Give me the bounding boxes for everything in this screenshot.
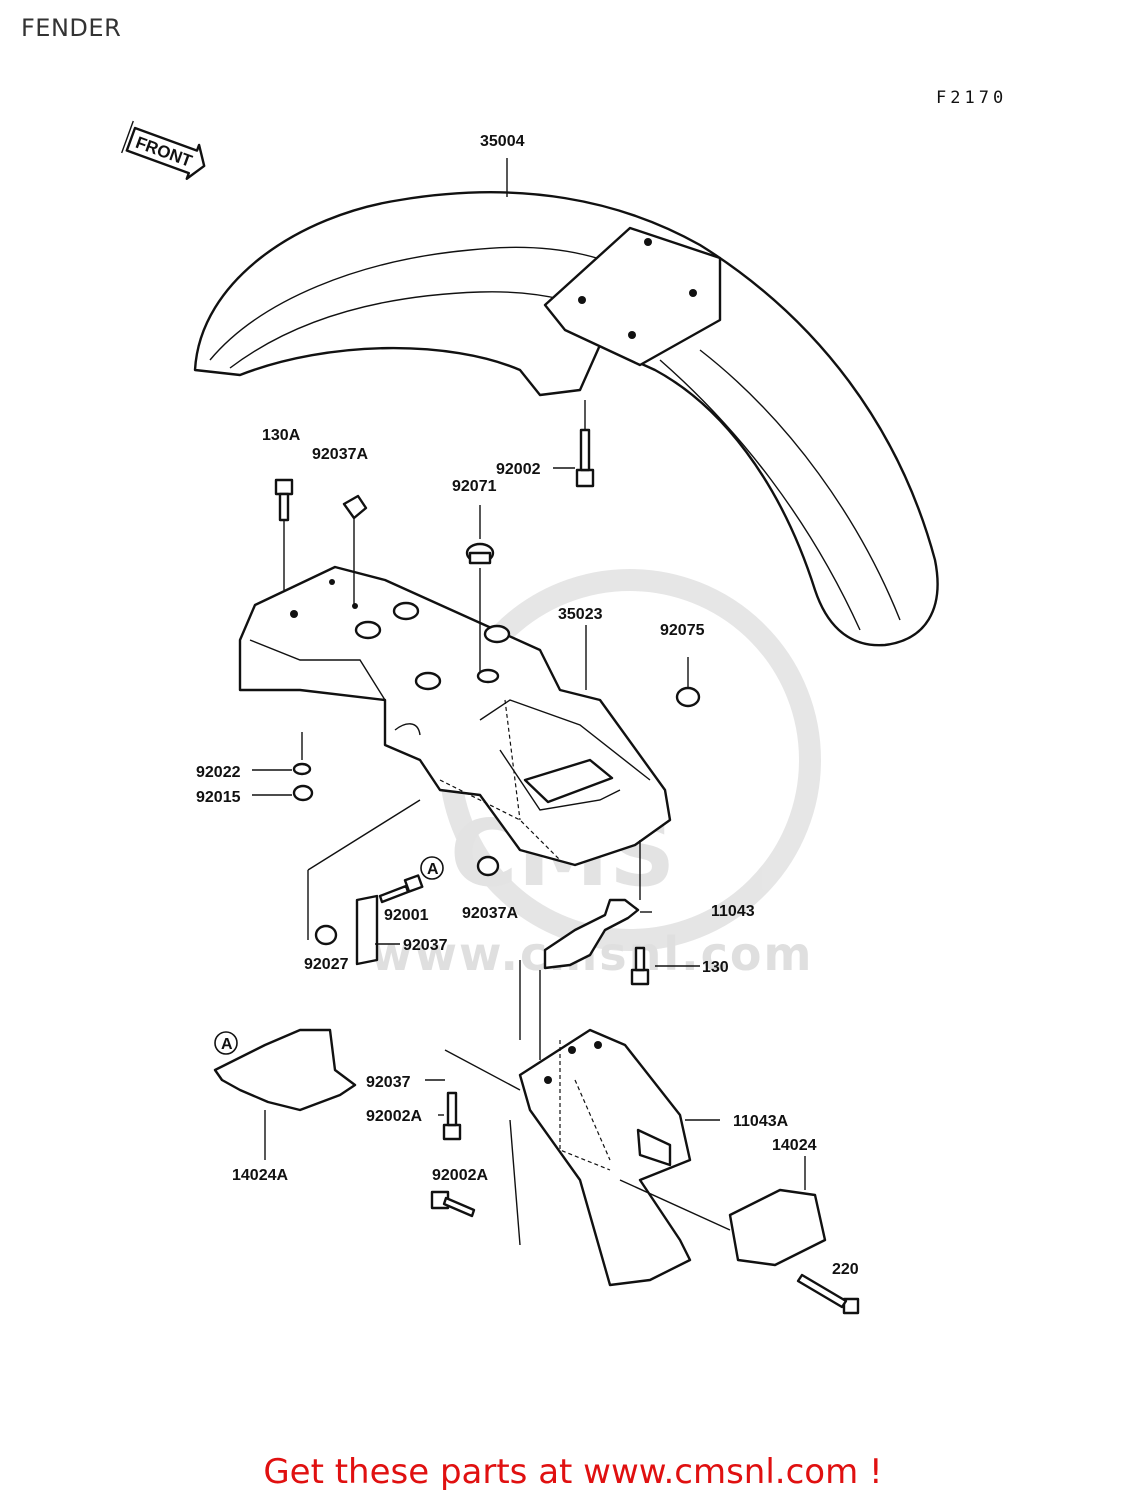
bolt-130A — [274, 478, 294, 590]
bolt-130 — [630, 946, 650, 986]
label-92037-mid: 92037 — [403, 937, 448, 954]
label-92002A-bottom: 92002A — [432, 1167, 488, 1184]
label-14024A: 14024A — [232, 1167, 288, 1184]
strap-92037-mid — [355, 894, 379, 966]
front-fender — [193, 158, 939, 647]
label-92027: 92027 — [304, 956, 349, 973]
label-92037-low: 92037 — [366, 1074, 411, 1091]
label-92037A-mid: 92037A — [462, 905, 518, 922]
label-11043A: 11043A — [733, 1113, 789, 1130]
diagram-code: F2170 — [936, 88, 1008, 108]
label-92001: 92001 — [384, 907, 429, 924]
label-leaders — [252, 467, 806, 1190]
page-title: FENDER — [21, 14, 122, 42]
label-92071: 92071 — [452, 478, 497, 495]
collar-92037A-mid — [476, 855, 500, 877]
label-220: 220 — [832, 1261, 859, 1278]
grommet-92071 — [465, 505, 495, 673]
label-92002A-low: 92002A — [366, 1108, 422, 1125]
bolt-92002 — [575, 400, 595, 488]
assembly-lines — [264, 699, 731, 1246]
part-labels: 35004 130A 92037A 92002 92071 35023 9207… — [196, 133, 859, 1278]
label-11043: 11043 — [711, 903, 755, 920]
ref-marker-A-lower: A — [214, 1031, 238, 1055]
label-92015: 92015 — [196, 789, 241, 806]
label-92022: 92022 — [196, 764, 241, 781]
label-130A: 130A — [262, 427, 301, 444]
label-92002: 92002 — [496, 461, 541, 478]
grommet-92075 — [675, 657, 701, 708]
nut-92027 — [314, 924, 338, 946]
bolt-92002A-bottom — [430, 1190, 476, 1218]
bolt-92001 — [378, 874, 424, 904]
label-35004: 35004 — [480, 133, 525, 150]
bolt-220 — [796, 1273, 860, 1315]
brackets — [213, 898, 827, 1287]
front-direction-marker: FRONT — [121, 120, 206, 180]
nut-92015 — [292, 784, 314, 802]
ref-marker-A-upper-label: A — [427, 861, 439, 878]
footer-shop-link[interactable]: Get these parts at www.cmsnl.com ! — [263, 1452, 883, 1492]
label-35023: 35023 — [558, 606, 603, 623]
label-14024: 14024 — [772, 1137, 817, 1154]
rear-fender — [238, 565, 672, 867]
nut-92037A-top — [342, 494, 368, 608]
label-92075: 92075 — [660, 622, 705, 639]
ref-marker-A-lower-label: A — [221, 1036, 233, 1053]
ref-marker-A-upper: A — [420, 856, 444, 880]
bolt-92002A-low — [442, 1091, 462, 1141]
washer-92022 — [292, 762, 312, 776]
label-130: 130 — [702, 959, 729, 976]
label-92037A-top: 92037A — [312, 446, 368, 463]
fasteners — [274, 400, 860, 1315]
